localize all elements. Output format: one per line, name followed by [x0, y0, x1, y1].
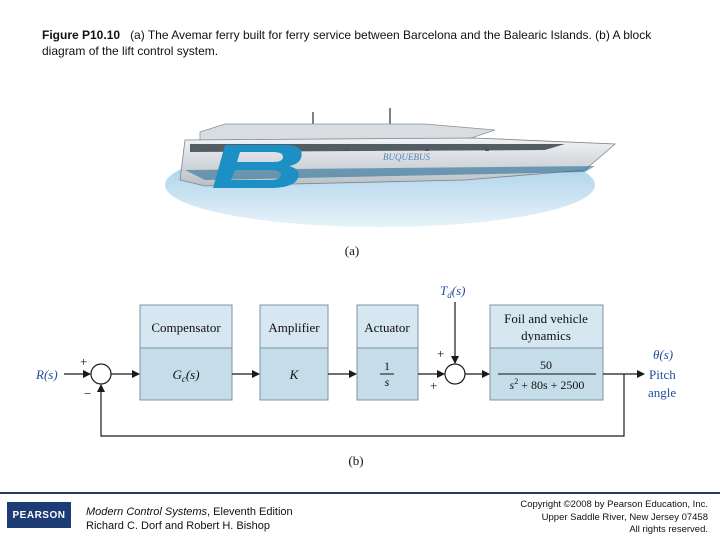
footer-divider: [0, 492, 720, 494]
pearson-logo: PEARSON: [7, 502, 71, 528]
hull-window: [425, 148, 429, 151]
compensator-tf: Gc(s): [172, 367, 199, 384]
dynamics-block: Foil and vehicle dynamics 50 s2 + 80s + …: [489, 304, 604, 401]
output-label-line1: Pitch: [649, 367, 676, 382]
actuator-block: Actuator 1 s: [356, 304, 419, 401]
footer-book-info: Modern Control Systems, Eleventh Edition…: [86, 505, 293, 533]
figure-caption: Figure P10.10 (a) The Avemar ferry built…: [42, 27, 682, 59]
figure-label: Figure P10.10: [42, 28, 121, 42]
dynamics-title-line2: dynamics: [521, 328, 571, 343]
actuator-title: Actuator: [364, 320, 410, 335]
book-edition: , Eleventh Edition: [207, 506, 293, 518]
publisher-name: PEARSON: [12, 509, 66, 521]
book-title: Modern Control Systems: [86, 506, 208, 518]
figure-caption-text: (a) The Avemar ferry built for ferry ser…: [42, 28, 652, 58]
summing-junction-1: [90, 363, 112, 385]
part-a-label: (a): [345, 243, 359, 258]
ferry-illustration: BUQUEBUS: [165, 100, 625, 230]
copyright-line: Copyright ©2008 by Pearson Education, In…: [520, 499, 708, 510]
compensator-title: Compensator: [151, 320, 221, 335]
hull-window: [345, 148, 349, 151]
compensator-block: Compensator Gc(s): [139, 304, 233, 401]
disturbance-label: Td(s): [440, 283, 465, 300]
dynamics-title-line1: Foil and vehicle: [504, 311, 588, 326]
summing-junction-2: [444, 363, 466, 385]
part-b-label: (b): [348, 453, 363, 468]
amplifier-tf: K: [289, 367, 300, 382]
actuator-denominator: s: [385, 375, 390, 389]
address-line: Upper Saddle River, New Jersey 07458: [541, 511, 708, 523]
dynamics-denominator: s2 + 80s + 2500: [510, 377, 585, 392]
book-authors: Richard C. Dorf and Robert H. Bishop: [86, 520, 271, 532]
rights-line: All rights reserved.: [629, 524, 708, 535]
output-symbol: θ(s): [653, 347, 673, 362]
footer-copyright: Copyright ©2008 by Pearson Education, In…: [520, 499, 708, 537]
hull-window: [485, 148, 489, 151]
sum2-plus-bottom: +: [430, 378, 437, 393]
ferry-svg: BUQUEBUS: [165, 108, 617, 227]
sum1-plus-sign: +: [80, 354, 87, 369]
sum1-minus-sign: −: [84, 386, 91, 401]
logo-b: [213, 145, 302, 188]
ship-logo-text: BUQUEBUS: [383, 152, 430, 162]
amplifier-block: Amplifier K: [259, 304, 329, 401]
output-label-line2: angle: [648, 385, 676, 400]
input-label: R(s): [35, 367, 58, 382]
actuator-numerator: 1: [384, 359, 390, 373]
amplifier-title: Amplifier: [268, 320, 320, 335]
dynamics-numerator: 50: [540, 358, 552, 372]
sum2-plus-top: +: [437, 346, 444, 361]
feedback-path: [97, 374, 625, 437]
block-diagram: (a) (b) Compensator Gc(s) Amplifier K Ac…: [35, 243, 676, 468]
